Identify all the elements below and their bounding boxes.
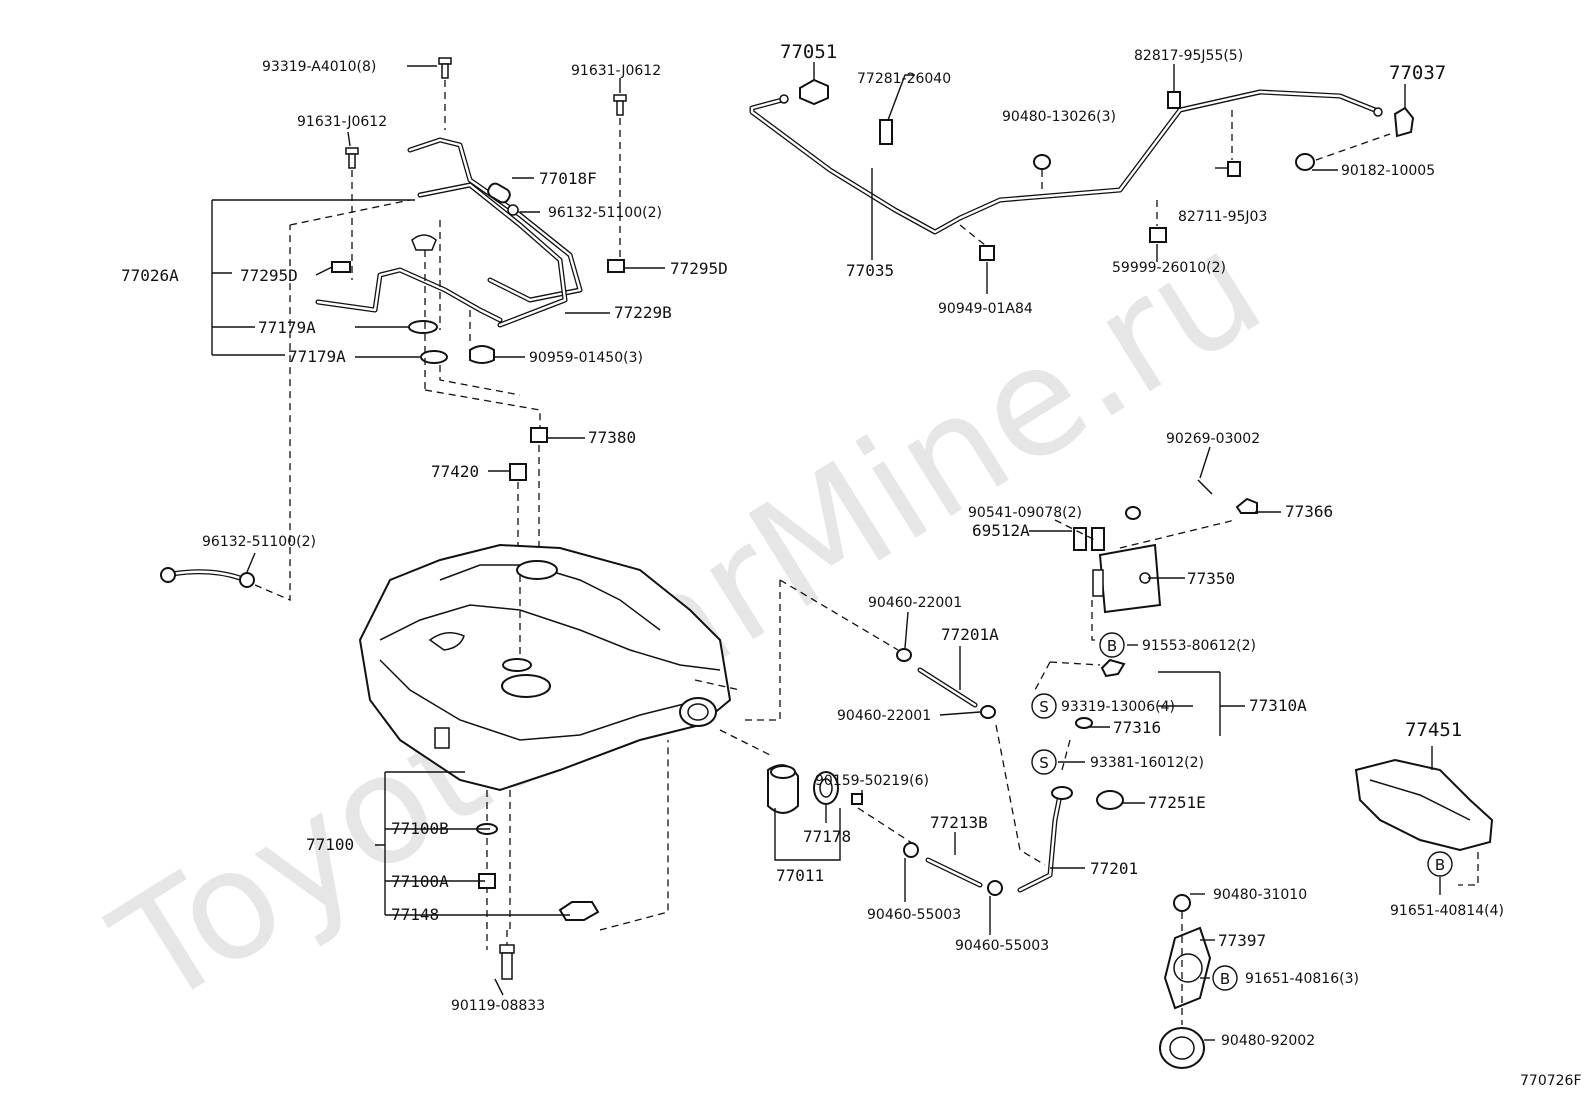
label-91631-j0612-left: 91631-J0612 (297, 114, 387, 130)
label-90460-22001-lower: 90460-22001 (837, 708, 931, 724)
label-77251e: 77251E (1148, 793, 1206, 812)
label-77018f: 77018F (539, 169, 597, 188)
label-90949-01a84: 90949-01A84 (938, 301, 1033, 317)
label-77397: 77397 (1218, 931, 1266, 950)
fuel-tank-77100 (358, 543, 899, 980)
label-77100a: 77100A (391, 872, 449, 891)
label-77366: 77366 (1285, 502, 1333, 521)
part-labels: 93319-A4010(8) 91631-J0612 91631-J0612 7… (121, 41, 1582, 1089)
label-77420: 77420 (431, 462, 479, 481)
label-93319-a4010: 93319-A4010(8) (262, 59, 376, 75)
label-90460-22001-upper: 90460-22001 (868, 595, 962, 611)
label-77100b: 77100B (391, 819, 449, 838)
label-82817-95j55: 82817-95J55(5) (1134, 48, 1243, 64)
label-82711-95j03: 82711-95J03 (1178, 209, 1267, 225)
label-77310a: 77310A (1249, 696, 1307, 715)
label-77011: 77011 (776, 866, 824, 885)
label-90541-09078: 90541-09078(2) (968, 505, 1082, 521)
label-77148: 77148 (391, 905, 439, 924)
marker-s-93319: S (1039, 698, 1049, 716)
label-91631-j0612-right: 91631-J0612 (571, 63, 661, 79)
label-93319-13006: 93319-13006(4) (1061, 699, 1175, 715)
label-69512a: 69512A (972, 521, 1030, 540)
bottom-right-parts (1159, 746, 1494, 1069)
label-90269-03002: 90269-03002 (1166, 431, 1260, 447)
label-77229b: 77229B (614, 303, 672, 322)
label-90480-13026: 90480-13026(3) (1002, 109, 1116, 125)
fuel-lid-parts (1054, 479, 1258, 641)
filler-neck-parts (719, 648, 1245, 896)
leader-lines (246, 65, 1441, 1041)
marker-b-91651-40814: B (1435, 856, 1445, 874)
label-77051: 77051 (780, 41, 837, 63)
label-90460-55003-right: 90460-55003 (955, 938, 1049, 954)
label-59999-26010: 59999-26010(2) (1112, 260, 1226, 276)
label-91651-40814: 91651-40814(4) (1390, 903, 1504, 919)
label-91553-80612: 91553-80612(2) (1142, 638, 1256, 654)
label-77281-26040: 77281-26040 (857, 71, 951, 87)
label-96132-51100-top: 96132-51100(2) (548, 205, 662, 221)
label-77100: 77100 (306, 835, 354, 854)
label-96132-51100-bottom: 96132-51100(2) (202, 534, 316, 550)
label-90480-31010: 90480-31010 (1213, 887, 1307, 903)
reference-markers: B S S B B (1031, 632, 1453, 991)
label-77026a: 77026A (121, 266, 179, 285)
label-90159-50219: 90159-50219(6) (815, 773, 929, 789)
label-77201: 77201 (1090, 859, 1138, 878)
label-90959-01450: 90959-01450(3) (529, 350, 643, 366)
label-77380: 77380 (588, 428, 636, 447)
label-77178: 77178 (803, 827, 851, 846)
label-90460-55003-left: 90460-55003 (867, 907, 961, 923)
label-90182-10005: 90182-10005 (1341, 163, 1435, 179)
marker-b-91553: B (1107, 637, 1117, 655)
label-90119-08833: 90119-08833 (451, 998, 545, 1014)
label-77451: 77451 (1405, 719, 1462, 741)
marker-s-93381: S (1039, 754, 1049, 772)
label-77179a-lower: 77179A (288, 347, 346, 366)
label-77035: 77035 (846, 261, 894, 280)
label-77213b: 77213B (930, 813, 988, 832)
label-77316: 77316 (1113, 718, 1161, 737)
label-77295d-left: 77295D (240, 266, 298, 285)
marker-b-91651-40816: B (1220, 970, 1230, 988)
label-77350: 77350 (1187, 569, 1235, 588)
label-93381-16012: 93381-16012(2) (1090, 755, 1204, 771)
breather-line-parts (749, 62, 1415, 294)
label-77037: 77037 (1389, 62, 1446, 84)
diagram-code: 770726F (1520, 1073, 1582, 1089)
label-77295d-right: 77295D (670, 259, 728, 278)
label-77179a-upper: 77179A (258, 318, 316, 337)
label-77201a: 77201A (941, 625, 999, 644)
vent-tube-assembly (160, 57, 627, 601)
label-90480-92002: 90480-92002 (1221, 1033, 1315, 1049)
label-91651-40816: 91651-40816(3) (1245, 971, 1359, 987)
